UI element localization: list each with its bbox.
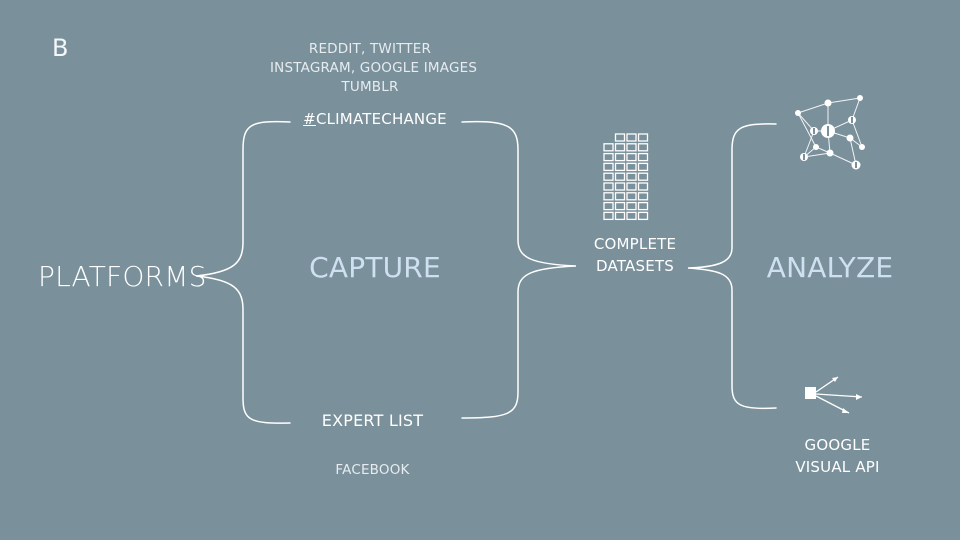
dataset-grid-cell bbox=[626, 192, 637, 201]
dataset-grid-cell bbox=[614, 182, 626, 191]
hashtag-text: CLIMATECHANGE bbox=[315, 110, 447, 128]
dataset-grid-cell bbox=[614, 152, 626, 162]
hashtag-symbol: # bbox=[303, 110, 316, 128]
dataset-grid-cell bbox=[614, 133, 626, 142]
sources-line-2: INSTAGRAM, GOOGLE IMAGES bbox=[270, 60, 478, 76]
sources-line-3: TUMBLR bbox=[341, 79, 399, 95]
dataset-grid-cell bbox=[603, 192, 614, 201]
dataset-grid-cell bbox=[626, 133, 637, 142]
dataset-grid-cell bbox=[603, 172, 614, 181]
dataset-grid-cell bbox=[614, 192, 626, 201]
dataset-grid-cell bbox=[614, 172, 626, 181]
vision-api-icon bbox=[805, 376, 863, 414]
dataset-grid-cell bbox=[626, 182, 637, 191]
google-visual-api-label: GOOGLE VISUAL API bbox=[775, 434, 900, 478]
middle-brace bbox=[461, 120, 577, 419]
dataset-grid-cell bbox=[614, 162, 626, 172]
dataset-grid-cell bbox=[603, 162, 614, 172]
dataset-grid-cell bbox=[626, 201, 637, 211]
dataset-grid-cell bbox=[637, 192, 649, 201]
sources-line-1: REDDIT, TWITTER bbox=[308, 41, 432, 57]
dataset-grid-cell bbox=[637, 143, 649, 152]
panel-label: B bbox=[52, 34, 69, 62]
dataset-grid-cell bbox=[626, 152, 637, 162]
dataset-grid-cell bbox=[626, 172, 637, 181]
google-api-line-2: VISUAL API bbox=[795, 458, 880, 476]
complete-datasets-label: COMPLETE DATASETS bbox=[575, 233, 695, 277]
dataset-grid-cell bbox=[603, 201, 614, 211]
dataset-grid-cell bbox=[637, 182, 649, 191]
dataset-grid-cell bbox=[637, 201, 649, 211]
dataset-grid-cell bbox=[603, 152, 614, 162]
google-api-line-1: GOOGLE bbox=[804, 436, 871, 454]
dataset-grid-icon bbox=[603, 133, 649, 221]
dataset-grid-cell bbox=[637, 172, 649, 181]
left-brace bbox=[195, 120, 291, 424]
platform-sources: REDDIT, TWITTER INSTAGRAM, GOOGLE IMAGES… bbox=[270, 40, 478, 97]
platforms-label: PLATFORMS bbox=[38, 260, 207, 293]
dataset-grid-cell bbox=[637, 133, 649, 142]
dataset-grid-cell bbox=[614, 143, 626, 152]
dataset-grid-cell bbox=[614, 211, 626, 221]
expert-list-label: EXPERT LIST bbox=[321, 411, 424, 430]
dataset-grid-cell bbox=[626, 211, 637, 221]
network-graph-icon bbox=[795, 95, 865, 170]
datasets-line-1: COMPLETE bbox=[593, 235, 677, 253]
dataset-grid-cell bbox=[603, 143, 614, 152]
hashtag-label: #CLIMATECHANGE bbox=[300, 110, 450, 128]
datasets-line-2: DATASETS bbox=[596, 257, 674, 275]
dataset-grid-cell bbox=[637, 211, 649, 221]
analyze-label: ANALYZE bbox=[766, 251, 894, 284]
capture-label: CAPTURE bbox=[309, 251, 441, 284]
dataset-grid-cell bbox=[603, 211, 614, 221]
dataset-grid-cell bbox=[614, 201, 626, 211]
dataset-grid-cell bbox=[637, 152, 649, 162]
dataset-grid-cell bbox=[626, 162, 637, 172]
facebook-label: FACEBOOK bbox=[335, 462, 410, 478]
dataset-grid-cell bbox=[626, 143, 637, 152]
dataset-grid-cell bbox=[603, 182, 614, 191]
right-brace bbox=[687, 123, 777, 410]
dataset-grid-cell bbox=[637, 162, 649, 172]
